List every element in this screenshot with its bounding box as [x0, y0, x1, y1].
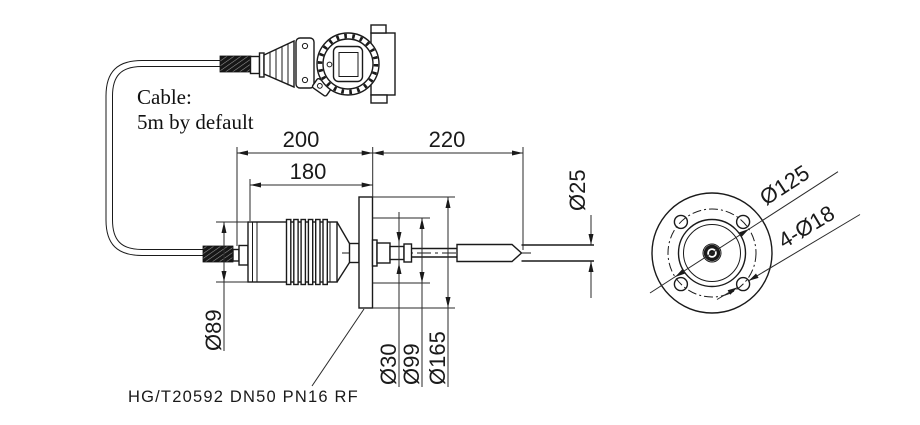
flange-side	[358, 196, 374, 309]
bolt-hole	[673, 276, 689, 292]
bolt-circle	[667, 208, 757, 298]
cable-note-line1: Cable:	[137, 85, 192, 109]
bolt-hole	[735, 276, 751, 292]
cable-braid-head	[219, 55, 252, 73]
flange-spec-note: HG/T20592 DN50 PN16 RF	[128, 308, 365, 406]
dim-99-label: Ø99	[399, 343, 424, 385]
display-window	[332, 45, 364, 83]
cable-note-line2: 5m by default	[137, 110, 254, 134]
dim-220-label: 220	[429, 127, 466, 152]
cable-note: Cable: 5m by default	[137, 85, 254, 134]
bolt-hole	[673, 214, 689, 230]
flange-spec-label: HG/T20592 DN50 PN16 RF	[128, 388, 359, 406]
transmitter-head	[249, 24, 396, 104]
dim-125-label: Ø125	[755, 160, 814, 210]
bolt-hole	[735, 214, 751, 230]
dim-165-label: Ø165	[425, 331, 450, 385]
probe-rod-section	[456, 243, 523, 263]
dim-4x18-label: 4-Ø18	[774, 200, 839, 253]
dim-25-label: Ø25	[565, 169, 590, 211]
cooling-fins	[285, 218, 329, 286]
sensor-body	[232, 196, 594, 309]
flange-end-view: Ø125 4-Ø18	[649, 160, 861, 314]
dim-180-label: 180	[290, 159, 327, 184]
cable-braid-body	[202, 245, 234, 263]
dim-89-label: Ø89	[201, 309, 226, 351]
cable	[105, 55, 252, 263]
dimensions-side-view: 200 180 220 Ø89 Ø25 Ø30 Ø99	[201, 127, 594, 387]
dim-200-label: 200	[283, 127, 320, 152]
dim-30-label: Ø30	[376, 343, 401, 385]
